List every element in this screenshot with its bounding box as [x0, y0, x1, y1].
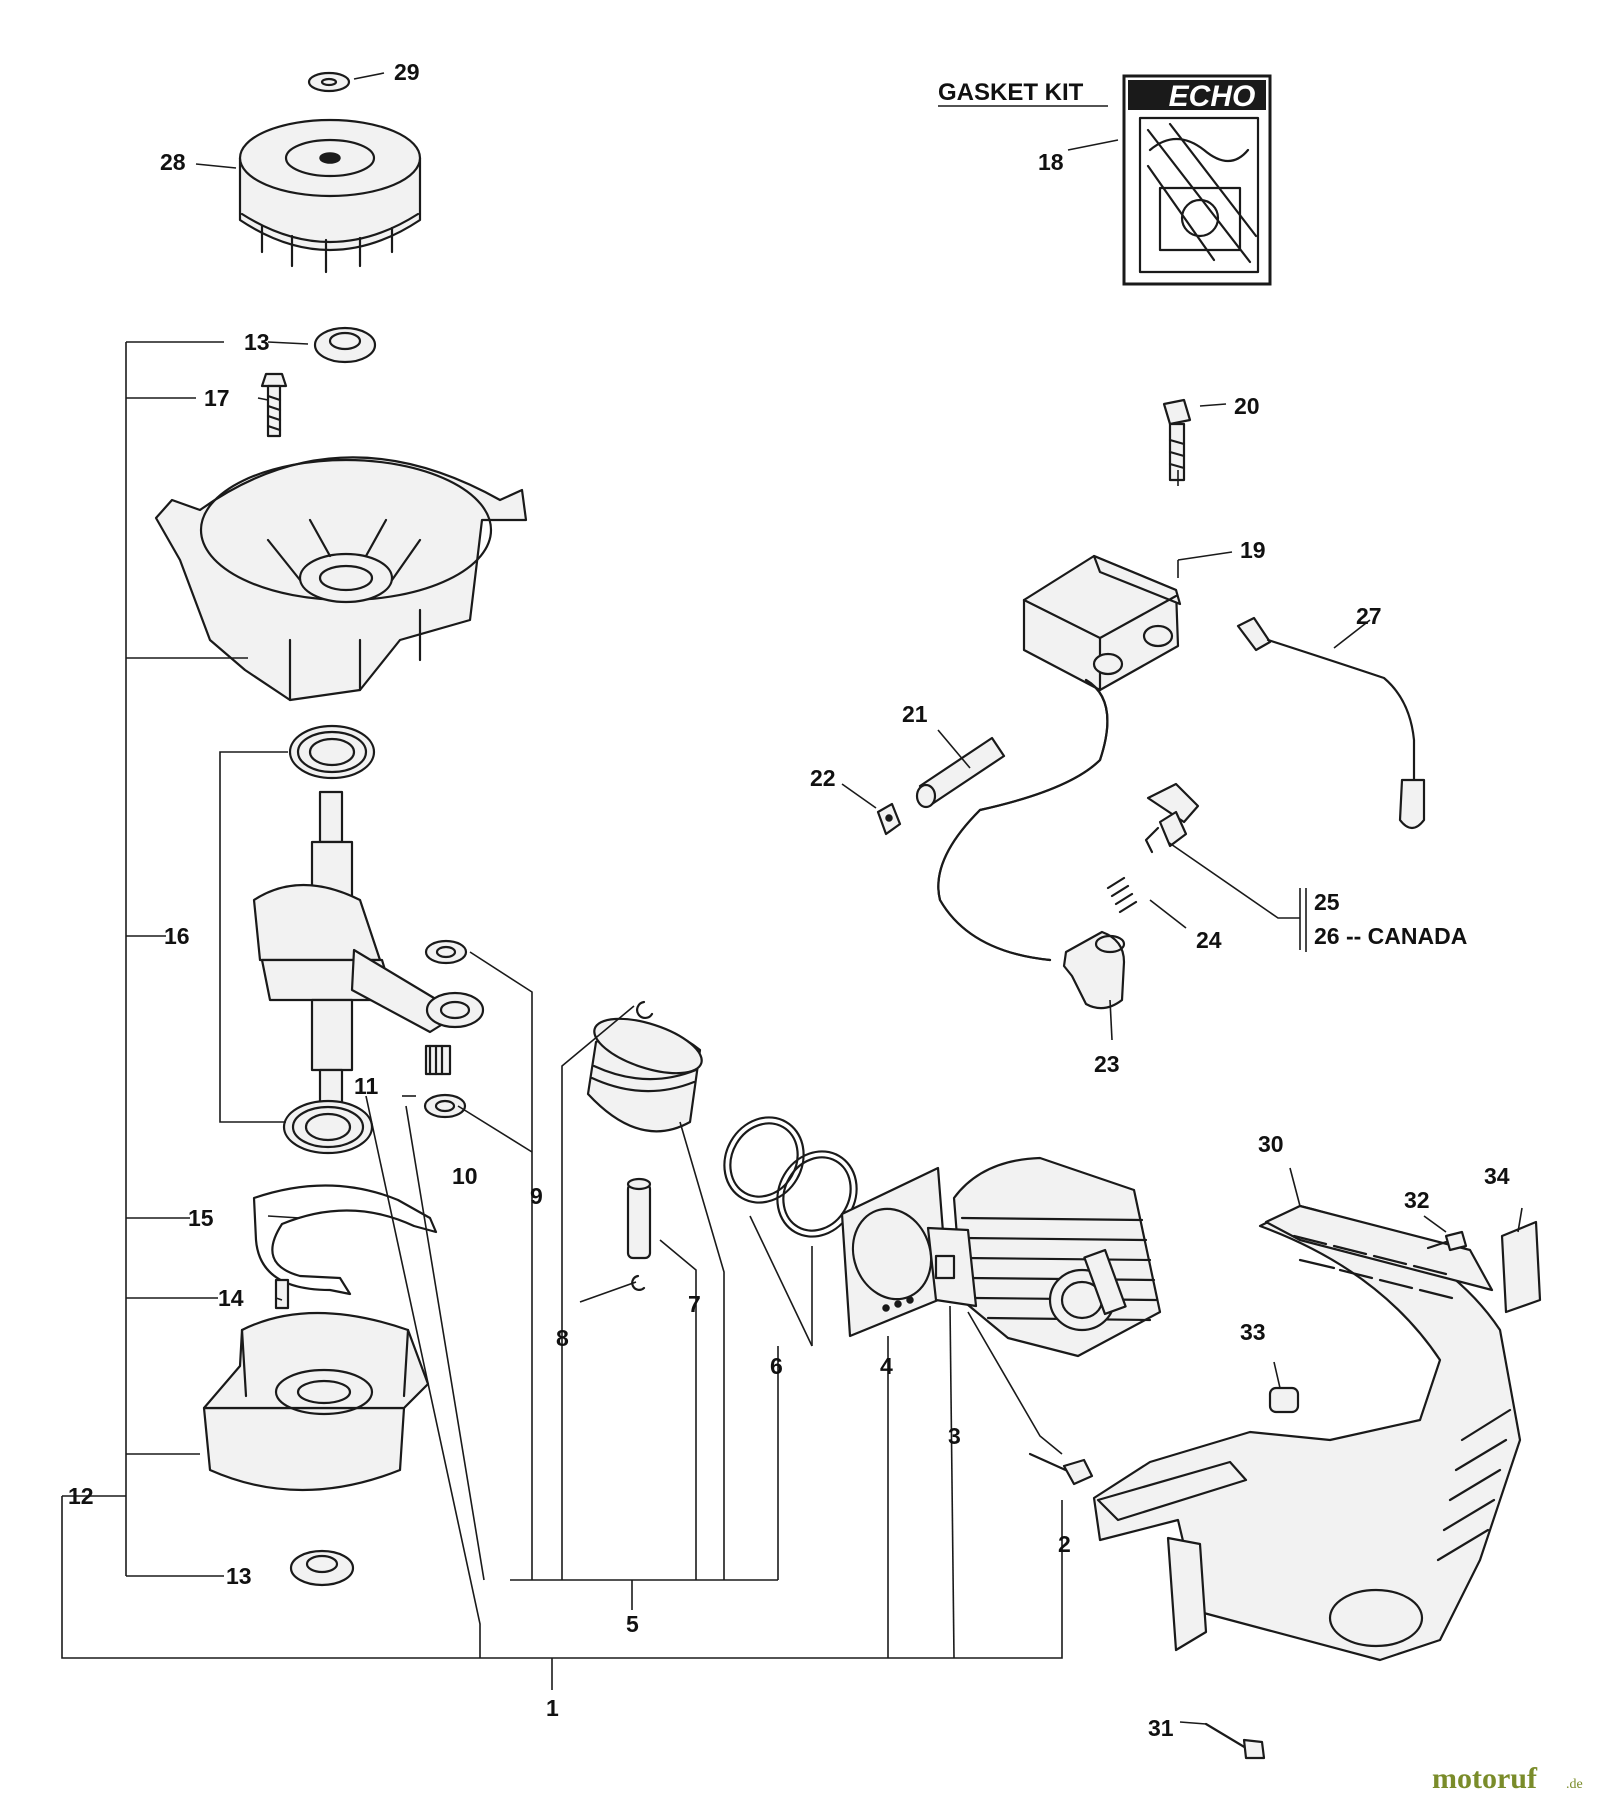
- rubber-33: [1268, 1386, 1300, 1414]
- callout-3: 3: [948, 1423, 961, 1449]
- bracket-lines: [61, 341, 1063, 1690]
- watermark-name: motoruf: [1432, 1762, 1538, 1795]
- callout-19: 19: [1240, 537, 1266, 563]
- callout-7: 7: [688, 1291, 701, 1317]
- callout-16: 16: [164, 923, 190, 949]
- wire-27: [1236, 616, 1426, 830]
- crankcase-upper: [154, 456, 528, 702]
- crankcase-gasket-15: [252, 1184, 438, 1296]
- ignition-coil-19: [1022, 554, 1182, 692]
- oil-seal-13-top: [313, 326, 377, 364]
- callout-11: 11: [354, 1073, 379, 1099]
- spark-plug-25: [1144, 782, 1200, 854]
- callout-21: 21: [902, 701, 928, 727]
- plug-cap-23: [1062, 930, 1126, 1010]
- nut-22: [876, 802, 902, 836]
- callout-2: 2: [1058, 1531, 1071, 1557]
- callout-13-bottom: 13: [226, 1563, 252, 1589]
- cylinder-gasket-4: [840, 1166, 950, 1338]
- callout-32: 32: [1404, 1187, 1430, 1213]
- screw-32: [1426, 1230, 1468, 1252]
- flywheel-28: [238, 118, 422, 274]
- callout-31: 31: [1148, 1715, 1174, 1741]
- watermark: motoruf .de: [1432, 1762, 1583, 1795]
- callout-33: 33: [1240, 1319, 1266, 1345]
- dowel-pin-14: [274, 1278, 290, 1310]
- spring-24: [1106, 876, 1138, 914]
- callout-27: 27: [1356, 603, 1382, 629]
- cylinder-cover-30: [1092, 1204, 1522, 1662]
- thrust-washers-9: [423, 939, 468, 1119]
- bolt-20: [1162, 398, 1192, 482]
- cylinder-3: [952, 1156, 1162, 1358]
- callout-26-canada: 26 -- CANADA: [1314, 923, 1467, 949]
- washer-29: [307, 71, 351, 93]
- callout-12: 12: [68, 1483, 94, 1509]
- echo-logo: ECHO: [1169, 80, 1256, 113]
- callout-9: 9: [530, 1183, 543, 1209]
- callout-4: 4: [880, 1353, 893, 1379]
- piston-pin-7: [626, 1177, 652, 1260]
- callout-numbers: 29 28 18 13 17 20 19 27 21 22 25 26 -- C…: [68, 59, 1510, 1741]
- boot-21: [915, 736, 1006, 809]
- watermark-tld: .de: [1566, 1777, 1583, 1792]
- callout-10: 10: [452, 1163, 478, 1189]
- callout-14: 14: [218, 1285, 244, 1311]
- screw-2: [1028, 1452, 1094, 1486]
- callout-25: 25: [1314, 889, 1340, 915]
- circlip-lower: [631, 1274, 646, 1291]
- circlip-upper: [636, 1000, 654, 1019]
- echo-logo-bar: [1128, 80, 1266, 110]
- callout-34: 34: [1484, 1163, 1510, 1189]
- gasket-kit-title: GASKET KIT: [938, 79, 1084, 106]
- callout-13-top: 13: [244, 329, 270, 355]
- gasket-kit-box: GASKET KIT ECHO: [938, 74, 1272, 286]
- callout-29: 29: [394, 59, 420, 85]
- oil-seal-13-bottom: [289, 1549, 355, 1587]
- callout-24: 24: [1196, 927, 1222, 953]
- callout-8: 8: [556, 1325, 569, 1351]
- crankshaft: [252, 790, 485, 1122]
- callout-5: 5: [626, 1611, 639, 1637]
- gasket-kit-artwork: [1138, 116, 1260, 274]
- crankcase-lower: [202, 1311, 430, 1492]
- callout-22: 22: [810, 765, 836, 791]
- callout-23: 23: [1094, 1051, 1120, 1077]
- screw-31: [1204, 1722, 1266, 1760]
- needle-bearing-10: [424, 1044, 452, 1076]
- callout-20: 20: [1234, 393, 1260, 419]
- bearing-top: [288, 724, 376, 780]
- callout-30: 30: [1258, 1131, 1284, 1157]
- callout-18: 18: [1038, 149, 1064, 175]
- callout-28: 28: [160, 149, 186, 175]
- bearing-bottom: [282, 1099, 374, 1155]
- piston-ring-upper: [723, 1116, 805, 1204]
- callout-1: 1: [546, 1695, 559, 1721]
- bolt-17: [260, 372, 288, 438]
- leader-lines: [195, 72, 1523, 1725]
- label-34: [1500, 1220, 1542, 1314]
- muffler-gasket: [926, 1226, 978, 1308]
- hightension-wire: [937, 678, 1109, 962]
- callout-6: 6: [770, 1353, 783, 1379]
- piston: [586, 1017, 703, 1133]
- callout-17: 17: [204, 385, 230, 411]
- callout-15: 15: [188, 1205, 214, 1231]
